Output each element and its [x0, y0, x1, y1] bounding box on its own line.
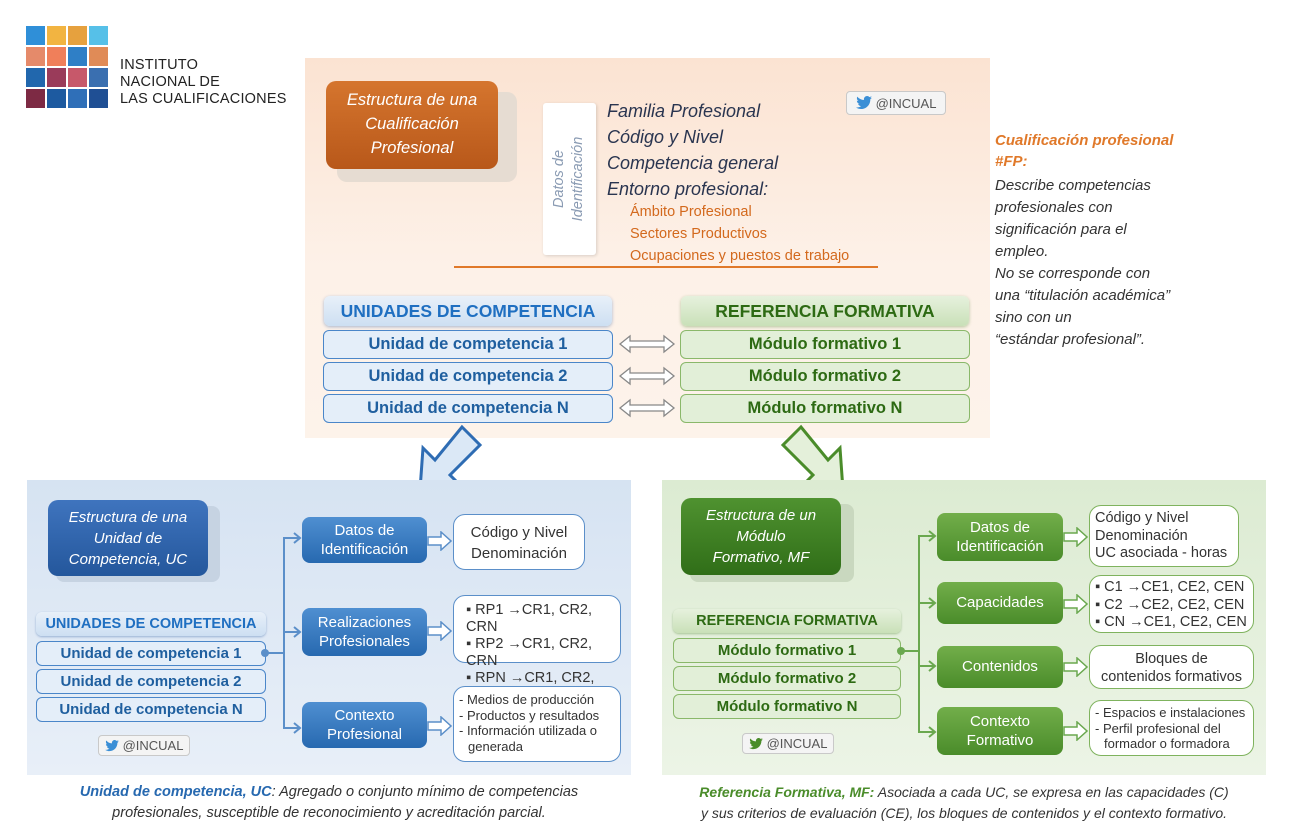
item-codigo: Código y Nivel [607, 127, 724, 147]
uc-contexto-box: - Medios de producción- Productos y resu… [453, 686, 621, 762]
left-connector [266, 652, 284, 654]
hollow-arrow-icon [1063, 527, 1089, 547]
mf-contenidos[interactable]: Contenidos [937, 646, 1063, 688]
arrow-right-icon [918, 597, 937, 609]
arrow-right-icon [918, 660, 937, 672]
right-vertical-connector [918, 536, 920, 732]
identification-items: Familia Profesional Código y Nivel Compe… [607, 98, 778, 202]
uc-header: UNIDADES DE COMPETENCIA [324, 296, 612, 326]
hollow-arrow-icon [1063, 594, 1089, 614]
uc-item-2[interactable]: Unidad de competencia 2 [323, 362, 613, 391]
footer-right: Referencia Formativa, MF: Asociada a cad… [699, 784, 1229, 821]
entorno-subitems: Ámbito Profesional Sectores Productivos … [630, 204, 850, 264]
double-arrow-icon-3 [618, 398, 676, 418]
connector-dot [261, 649, 269, 657]
orange-divider [454, 266, 878, 268]
uc-rp-box: ▪ RP1 →CR1, CR2, CRN▪ RP2 →CR1, CR2, CRN… [453, 595, 621, 703]
rf-header: REFERENCIA FORMATIVA [681, 296, 969, 326]
side-note-title: Cualificación profesional#FP: [995, 132, 1174, 170]
double-arrow-icon-1 [618, 334, 676, 354]
item-familia: Familia Profesional [607, 101, 761, 121]
right-rf-header: REFERENCIA FORMATIVA [673, 609, 901, 633]
left-uc-item-n[interactable]: Unidad de competencia N [36, 697, 266, 722]
right-connector [901, 650, 919, 652]
logo-mosaic-icon [26, 26, 108, 108]
connector-dot [897, 647, 905, 655]
left-uc-header: UNIDADES DE COMPETENCIA [36, 612, 266, 636]
mf-contexto-box: - Espacios e instalaciones- Perfil profe… [1089, 700, 1254, 756]
left-uc-item-1[interactable]: Unidad de competencia 1 [36, 641, 266, 666]
twitter-bird-icon [748, 737, 763, 749]
right-twitter-badge[interactable]: @INCUAL [742, 733, 834, 754]
mf-item-2[interactable]: Módulo formativo 2 [680, 362, 970, 391]
arrow-right-icon [283, 532, 302, 544]
right-mf-item-n[interactable]: Módulo formativo N [673, 694, 901, 719]
mf-item-n[interactable]: Módulo formativo N [680, 394, 970, 423]
hollow-arrow-icon [427, 531, 453, 551]
hollow-arrow-icon [427, 621, 453, 641]
footer-left: Unidad de competencia, UC: Agregado o co… [79, 784, 579, 821]
right-mf-item-1[interactable]: Módulo formativo 1 [673, 638, 901, 663]
twitter-bird-icon [855, 96, 872, 109]
logo [26, 26, 108, 108]
hollow-arrow-icon [1063, 657, 1089, 677]
mf-capacidades-box: ▪ C1 →CE1, CE2, CEN▪ C2 →CE2, CE2, CEN▪ … [1089, 575, 1254, 633]
twitter-bird-icon [104, 739, 119, 751]
mf-capacidades[interactable]: Capacidades [937, 582, 1063, 624]
arrow-right-icon [918, 726, 937, 738]
left-twitter-badge[interactable]: @INCUAL [98, 735, 190, 756]
twitter-badge[interactable]: @INCUAL [846, 91, 946, 115]
right-mf-item-2[interactable]: Módulo formativo 2 [673, 666, 901, 691]
arrow-right-icon [283, 626, 302, 638]
uc-item-1[interactable]: Unidad de competencia 1 [323, 330, 613, 359]
double-arrow-icon-2 [618, 366, 676, 386]
item-competencia: Competencia general [607, 153, 779, 173]
arrow-right-icon [283, 722, 302, 734]
mf-item-1[interactable]: Módulo formativo 1 [680, 330, 970, 359]
hollow-arrow-icon [427, 716, 453, 736]
hollow-arrow-icon [1063, 721, 1089, 741]
item-entorno: Entorno profesional: [607, 179, 769, 199]
double-arrow-icons [618, 334, 676, 418]
left-uc-item-2[interactable]: Unidad de competencia 2 [36, 669, 266, 694]
arrow-right-icon [918, 530, 937, 542]
uc-item-n[interactable]: Unidad de competencia N [323, 394, 613, 423]
